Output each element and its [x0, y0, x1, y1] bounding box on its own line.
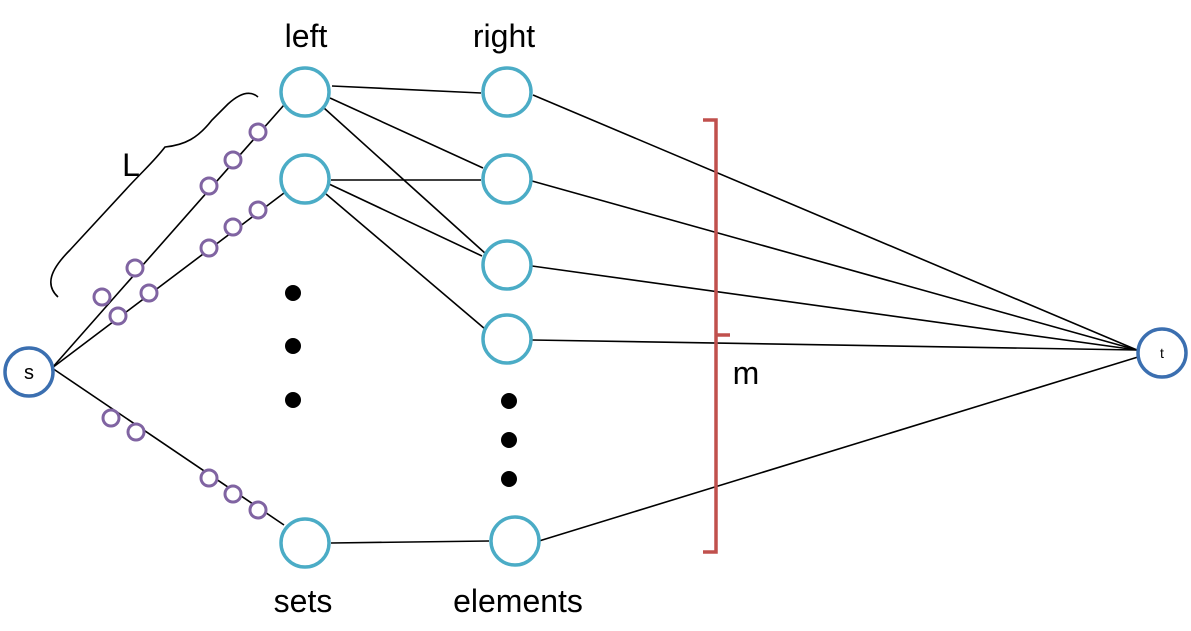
- chain-node: [223, 150, 243, 170]
- chain-node: [199, 238, 219, 258]
- ellipsis-dot: [501, 393, 517, 409]
- sink-node-label: t: [1160, 345, 1164, 361]
- chain-node: [101, 408, 121, 428]
- edge-set1-elem3: [323, 107, 487, 255]
- chain-node: [248, 500, 268, 520]
- element-node-4: [481, 313, 533, 365]
- chain-node: [108, 306, 128, 326]
- chain-node: [199, 176, 219, 196]
- chain-node: [139, 283, 159, 303]
- column-label-elements: elements: [453, 583, 583, 619]
- chain-node: [223, 484, 243, 504]
- ellipsis-dot: [285, 338, 301, 354]
- edge-elem5-t: [538, 356, 1139, 542]
- column-label-left: left: [285, 18, 328, 54]
- ellipsis-dots: [285, 285, 517, 487]
- chain-node: [223, 217, 243, 237]
- chain-node: [125, 258, 145, 278]
- edge-s-chain-3: [51, 367, 285, 526]
- set-node-1: [279, 66, 331, 118]
- terminal-nodes: [3, 327, 1188, 398]
- ellipsis-dot: [501, 471, 517, 487]
- source-node: [3, 346, 55, 398]
- chain-node: [126, 422, 146, 442]
- edge-elem2-t: [531, 180, 1138, 351]
- edge-elem3-t: [531, 265, 1138, 351]
- ellipsis-dot: [285, 392, 301, 408]
- element-node-2: [481, 153, 533, 205]
- ellipsis-dot: [501, 432, 517, 448]
- edge-elem1-t: [532, 94, 1138, 351]
- set-nodes: [279, 66, 331, 569]
- bracket-label-m: m: [733, 355, 760, 391]
- ellipsis-dot: [285, 285, 301, 301]
- chain-node: [248, 122, 268, 142]
- element-node-1: [481, 66, 533, 118]
- edge-set3-elem5: [330, 540, 490, 544]
- edges: [51, 85, 1139, 544]
- element-node-3: [481, 239, 533, 291]
- set-node-3: [279, 517, 331, 569]
- bracket-m: [703, 118, 730, 554]
- chain-node: [92, 287, 112, 307]
- element-nodes: [481, 66, 541, 567]
- chain-nodes: [92, 122, 268, 520]
- edge-set1-elem2: [329, 97, 484, 169]
- column-label-right: right: [473, 18, 535, 54]
- column-label-sets: sets: [274, 583, 333, 619]
- brace-L: [50, 92, 259, 298]
- set-node-2: [279, 153, 331, 205]
- source-node-label: s: [24, 362, 34, 384]
- edge-set2-elem3: [328, 183, 483, 257]
- edge-elem4-t: [531, 339, 1138, 351]
- element-node-5: [489, 515, 541, 567]
- edge-s-chain-1: [51, 104, 285, 369]
- sink-node: [1136, 327, 1188, 379]
- edge-s-chain-2: [51, 192, 285, 369]
- chain-node: [199, 468, 219, 488]
- chain-node: [248, 200, 268, 220]
- edge-set1-elem1: [331, 85, 482, 94]
- brace-label-L: L: [122, 147, 140, 183]
- edge-set2-elem4: [325, 193, 486, 330]
